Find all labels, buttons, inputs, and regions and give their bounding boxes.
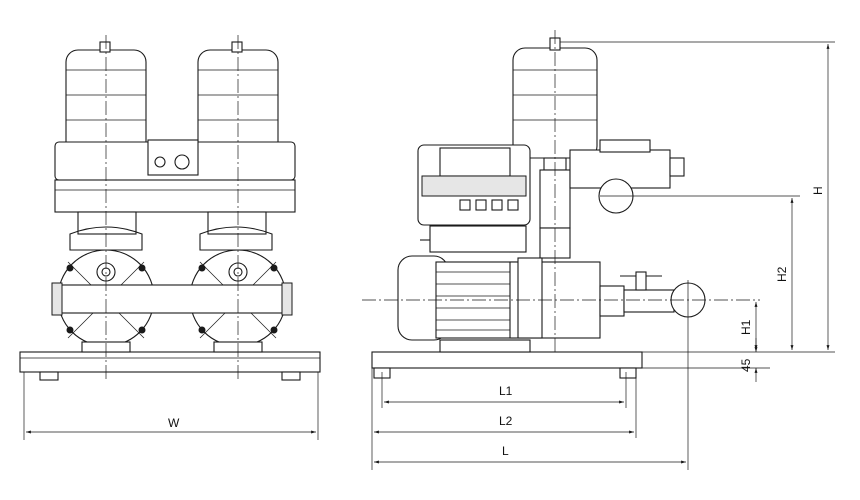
dimension-h1: H1 xyxy=(739,302,758,350)
dimension-l2: L2 xyxy=(371,368,637,470)
dimension-label-45: 45 xyxy=(739,358,753,372)
side-discharge-pipe xyxy=(599,271,706,318)
dimension-label-h2: H2 xyxy=(775,266,789,282)
dimension-h: H xyxy=(560,41,835,353)
side-view: H H2 H1 45 L1 xyxy=(362,30,835,470)
dimension-label-h: H xyxy=(811,186,825,195)
dimension-45: 45 xyxy=(636,338,770,382)
dimension-h2: H2 xyxy=(775,198,794,350)
front-control-manifold xyxy=(54,139,296,213)
dimension-label-w: W xyxy=(168,416,180,430)
dimension-l1: L1 xyxy=(381,372,627,408)
dimension-l: L xyxy=(374,444,686,464)
dimension-label-l2: L2 xyxy=(499,414,513,428)
front-pump-necks xyxy=(69,211,273,251)
front-view: W xyxy=(19,35,321,440)
side-controller xyxy=(417,144,531,253)
dimension-label-l1: L1 xyxy=(499,384,513,398)
dimension-label-h1: H1 xyxy=(739,319,753,335)
front-base-frame xyxy=(19,351,321,381)
dimension-w: W xyxy=(23,372,319,440)
dimension-label-l: L xyxy=(502,444,509,458)
side-base-frame xyxy=(371,339,643,379)
front-suction-manifold xyxy=(51,282,293,316)
side-motor xyxy=(397,255,601,341)
